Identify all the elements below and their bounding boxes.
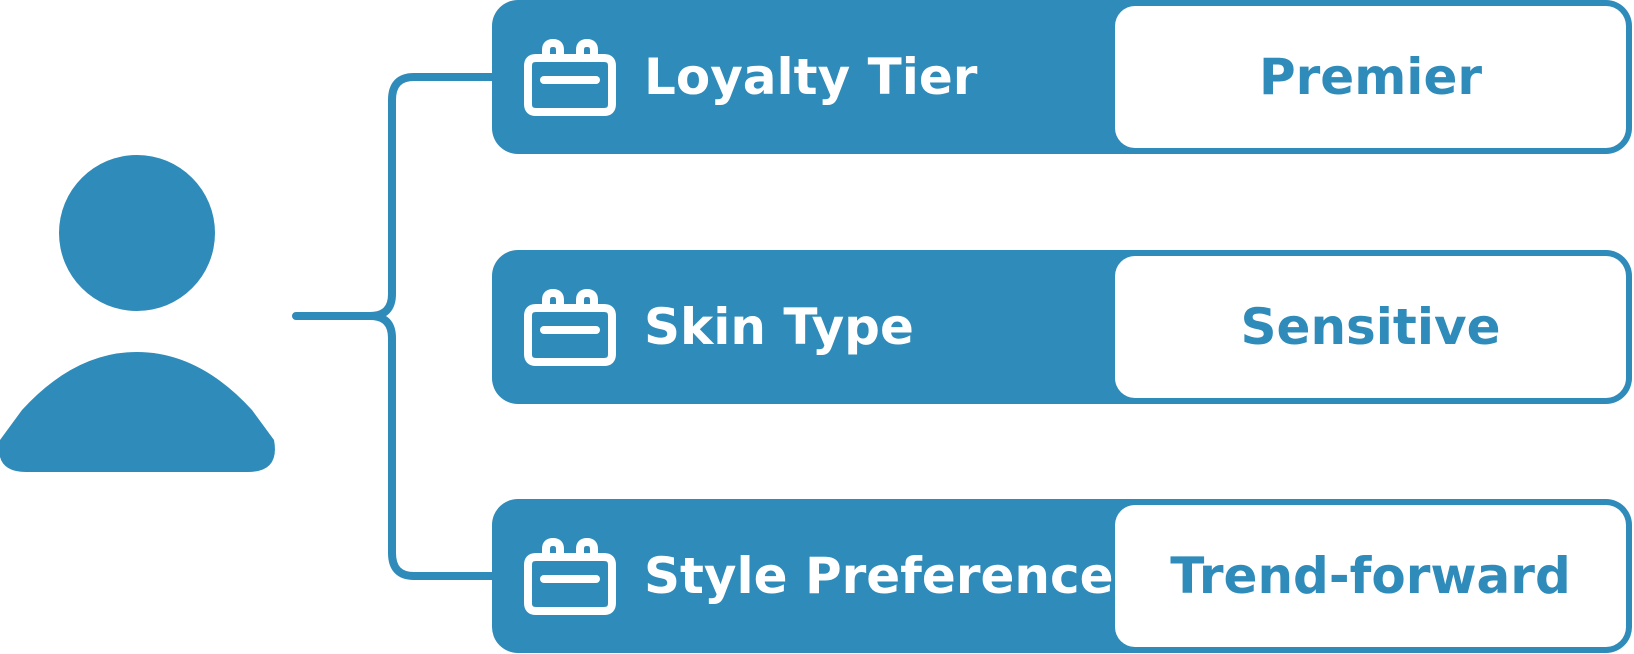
calendar-icon: [524, 537, 616, 615]
attribute-value-box: Premier: [1115, 6, 1626, 148]
attribute-row-skin-type: Skin Type Sensitive: [492, 250, 1632, 404]
attribute-value-box: Sensitive: [1115, 256, 1626, 398]
attribute-label: Loyalty Tier: [644, 48, 978, 106]
attribute-value: Premier: [1258, 48, 1483, 106]
calendar-icon: [524, 38, 616, 116]
attribute-label: Style Preference: [644, 547, 1114, 605]
attribute-label: Skin Type: [644, 298, 914, 356]
attribute-row-style-preference: Style Preference Trend-forward: [492, 499, 1632, 653]
attribute-row-loyalty-tier: Loyalty Tier Premier: [492, 0, 1632, 154]
calendar-icon: [524, 288, 616, 366]
connector-bracket: [292, 73, 496, 580]
user-icon: [0, 155, 275, 472]
attribute-value: Sensitive: [1240, 298, 1501, 356]
attribute-value-box: Trend-forward: [1115, 505, 1626, 647]
attribute-value: Trend-forward: [1170, 547, 1571, 605]
